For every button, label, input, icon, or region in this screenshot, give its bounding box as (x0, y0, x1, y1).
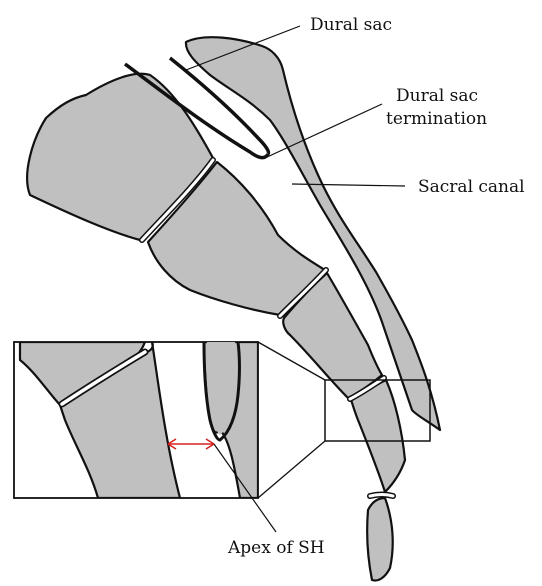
leader-apex-of-sh (213, 443, 277, 533)
leader-dural-sac (185, 25, 301, 71)
inset-disc-gap-inner (60, 350, 147, 406)
label-dural-sac-termination-line2: termination (386, 109, 487, 129)
leader-dural-sac-termination (264, 103, 383, 159)
label-apex-of-sh: Apex of SH (227, 538, 325, 558)
sacral-vertebra-2 (146, 160, 327, 317)
zoom-connector-bottom (257, 440, 326, 499)
measure-arrowhead-right (205, 438, 215, 450)
zoom-connector-top (257, 341, 326, 381)
measure-arrowhead-left (167, 438, 177, 450)
dural-sac-inner-line (168, 56, 271, 156)
disc-gap-4-inner (368, 493, 395, 498)
dural-sac-outer-line (123, 62, 270, 160)
zoom-region-box (324, 379, 431, 442)
inset-apex-fill (207, 342, 237, 435)
leader-sacral-canal (291, 183, 406, 187)
inset-apex-outline (202, 342, 241, 442)
disc-gap-1-inner (140, 158, 215, 242)
label-sacral-canal: Sacral canal (418, 177, 525, 197)
label-dural-sac-termination-line1: Dural sac (396, 86, 478, 106)
posterior-sacral-wall (184, 36, 442, 432)
disc-gap-2-inner (278, 268, 328, 318)
label-dural-sac: Dural sac (310, 15, 392, 35)
coccyx (366, 496, 394, 582)
inset-magnified-view (13, 341, 259, 499)
